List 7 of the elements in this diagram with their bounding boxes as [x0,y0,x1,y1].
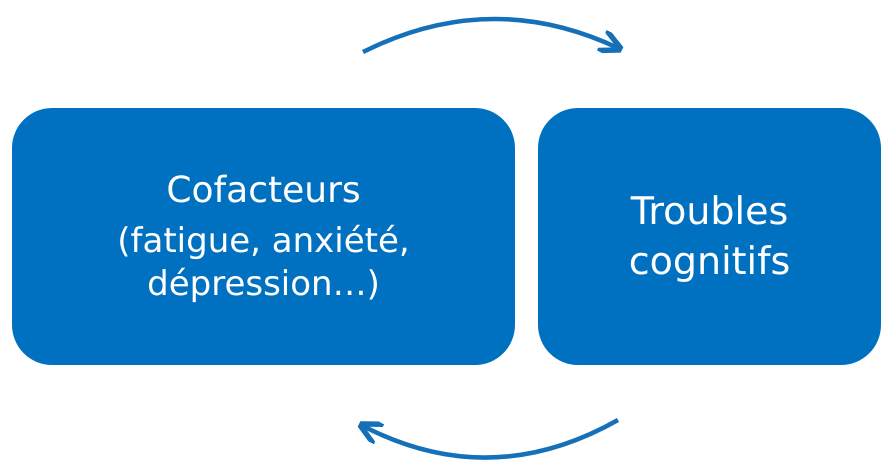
box-title: Cofacteurs [166,168,361,213]
box-title: Troubles cognitifs [628,188,792,284]
curved-arrow [356,418,620,460]
process-box [538,108,881,365]
curved-arrow [362,16,625,54]
process-box [12,108,515,365]
box-description: (fatigue, anxiété, dépression…) [116,220,411,306]
